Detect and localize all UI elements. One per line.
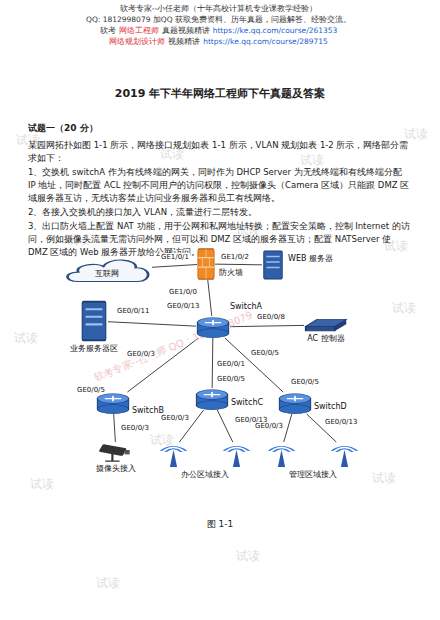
node-label: SwitchB — [132, 406, 164, 416]
network-link — [212, 338, 214, 388]
network-link — [108, 322, 196, 326]
watermark: 试读 — [236, 548, 260, 565]
firewall-node: 防火墙 — [197, 248, 215, 280]
watermark: 试读 — [14, 330, 38, 347]
port-label: GE0/0/8 — [256, 313, 286, 322]
server-node: 业务服务器区 — [80, 300, 108, 342]
header-text: 软考 — [100, 26, 116, 35]
node-label: WEB 服务器 — [288, 254, 333, 264]
switch-icon — [96, 392, 130, 414]
network-link — [284, 414, 292, 442]
port-label: GE0/0/3 — [120, 424, 150, 433]
ap2-icon — [268, 442, 358, 468]
port-label: GE0/0/13 — [324, 418, 358, 427]
switch-icon — [195, 388, 229, 410]
cloud-node: 互联网 — [62, 252, 152, 288]
watermark: 试读 — [96, 575, 120, 592]
node-label: AC 控制器 — [307, 334, 344, 344]
paragraph: 某园网拓扑如图 1-1 所示，网络接口规划如表 1-1 所示，VLAN 规划如表… — [28, 139, 412, 165]
header-text: 真题视频精讲 — [162, 26, 210, 35]
watermark: 试读 — [372, 470, 396, 487]
port-label: GE0/0/5 — [76, 386, 106, 395]
port-label: GE0/0/5 — [250, 349, 280, 358]
node-label: 业务服务器区 — [70, 344, 118, 354]
watermark: 试读 — [30, 476, 54, 493]
camera-icon — [98, 442, 134, 462]
port-label: GE0/0/5 — [290, 378, 320, 387]
switch-node: SwitchC — [195, 388, 229, 410]
port-label: GE0/0/5 — [216, 375, 246, 384]
switch-node: SwitchD — [278, 392, 312, 414]
camera-node: 摄像头接入 — [98, 442, 134, 462]
port-label: GE0/0/1 — [216, 360, 246, 369]
figure-caption: 图 1-1 — [0, 518, 440, 531]
server-icon — [80, 300, 108, 342]
node-label: SwitchA — [230, 302, 262, 312]
network-link — [217, 410, 232, 442]
firewall-icon — [197, 248, 215, 280]
node-label: SwitchD — [314, 402, 347, 412]
switch-icon — [278, 392, 312, 414]
port-label: GE1/0/0 — [168, 288, 198, 297]
node-label: 办公区域接入 — [181, 470, 229, 480]
question-heading: 试题一（20 分） — [28, 122, 412, 135]
port-label: GE1/0/1 — [160, 253, 190, 262]
network-link — [152, 265, 197, 268]
network-link — [215, 264, 262, 266]
ap2-node: 管理区域接入 — [268, 442, 358, 468]
switch-icon — [196, 316, 230, 338]
header-text: 软考专家--小任老师（十年高校计算机专业课教学经验） — [120, 4, 317, 13]
node-label: SwitchC — [231, 398, 263, 408]
header-text: 网络工程师 — [119, 26, 159, 35]
network-link — [208, 280, 212, 316]
watermark: 试读 — [300, 152, 324, 169]
ac-icon — [304, 318, 348, 332]
paragraph: 2、各接入交换机的接口加入 VLAN，流量进行二层转发。 — [28, 206, 412, 219]
watermark: 试读 — [392, 300, 416, 317]
port-label: GE1/0/2 — [220, 253, 250, 262]
header-text: https://ke.qq.com/course/289715 — [203, 37, 328, 46]
node-label: 防火墙 — [219, 268, 243, 278]
server-icon — [262, 250, 284, 280]
network-link — [114, 414, 116, 442]
page-title: 2019 年下半年网络工程师下午真题及答案 — [0, 86, 440, 101]
header-text: 视频精讲 — [168, 37, 200, 46]
switch-node: SwitchB — [96, 392, 130, 414]
paragraph: 1、交换机 switchA 作为有线终端的网关，同时作为 DHCP Server… — [28, 166, 412, 205]
header-text: QQ: 1812998079 加QQ 获取免费资料、历年真题，问题解答、经验交流… — [86, 15, 351, 24]
port-label: GE0/0/3 — [160, 414, 190, 423]
node-label: 互联网 — [95, 269, 119, 279]
server-node: WEB 服务器 — [262, 250, 284, 280]
node-label: 摄像头接入 — [96, 464, 136, 474]
port-label: GE0/0/3 — [254, 422, 284, 431]
ap2-node: 办公区域接入 — [160, 442, 250, 468]
header-text: https://ke.qq.com/course/261353 — [213, 26, 338, 35]
node-label: 管理区域接入 — [289, 470, 337, 480]
port-label: GE0/0/13 — [166, 302, 200, 311]
ac-node: AC 控制器 — [304, 318, 348, 332]
port-label: GE0/0/11 — [116, 307, 150, 316]
header-text: 网络规划设计师 — [109, 37, 165, 46]
ap2-icon — [160, 442, 250, 468]
switch-node: SwitchA — [196, 316, 230, 338]
port-label: GE0/0/3 — [126, 350, 156, 359]
